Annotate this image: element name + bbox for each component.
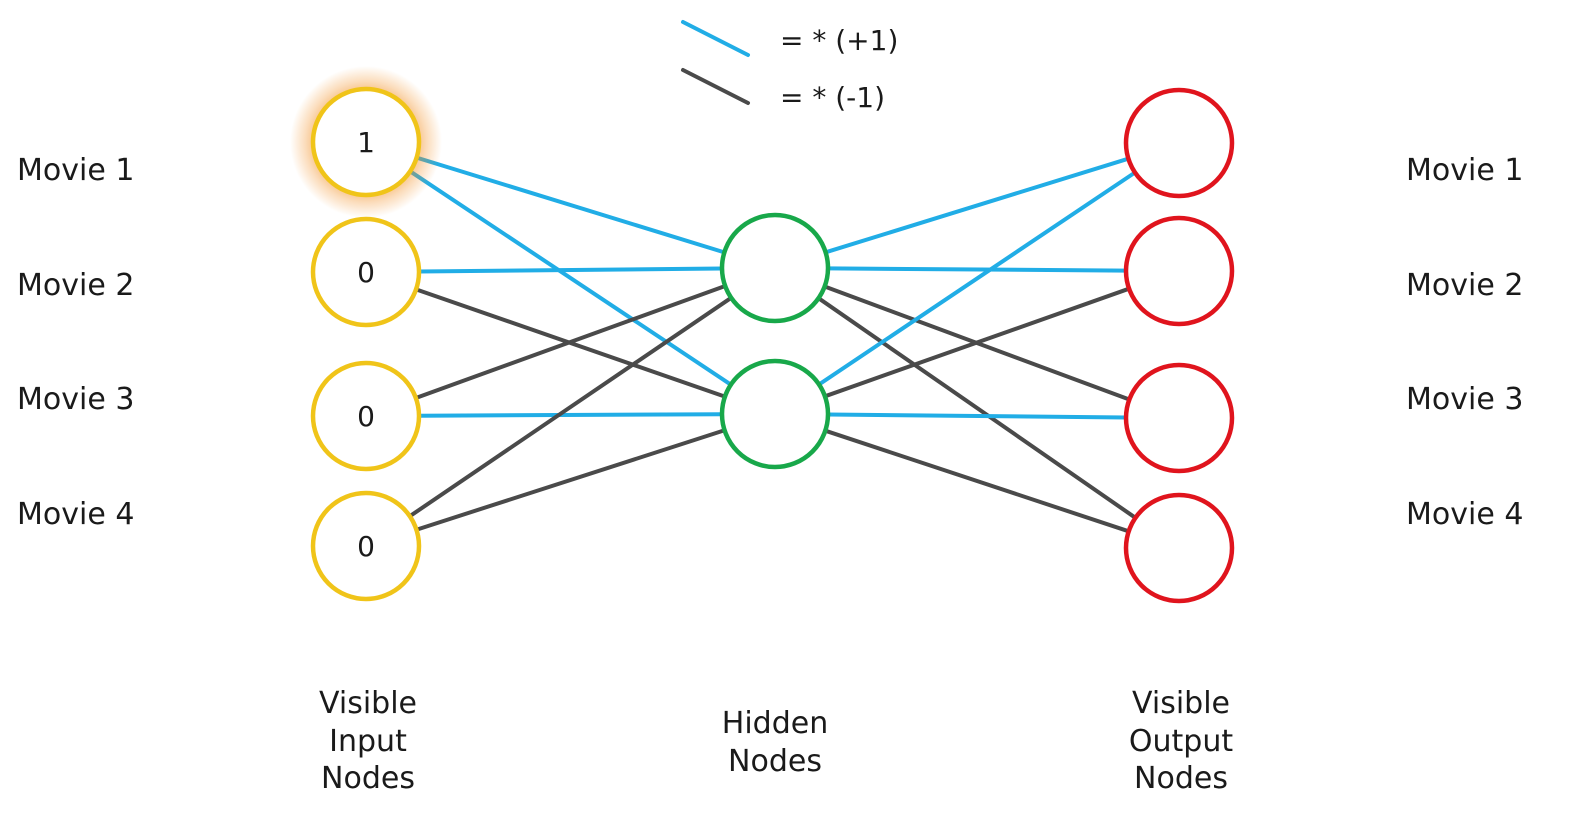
output-node-1 <box>1123 87 1235 199</box>
connection-input-1-hidden-2-positive <box>408 169 733 387</box>
right-labels: Movie 1 Movie 2 Movie 3 Movie 4 <box>1406 153 1523 532</box>
right-label-movie-3: Movie 3 <box>1406 382 1523 417</box>
column-title-hidden: Hidden Nodes <box>722 706 828 779</box>
connection-input-3-hidden-1-negative <box>413 284 728 400</box>
legend: = * (+1) = * (-1) <box>681 20 898 114</box>
right-label-movie-1: Movie 1 <box>1406 153 1523 188</box>
column-title-input-line-3: Nodes <box>321 761 415 796</box>
left-label-movie-4: Movie 4 <box>17 497 134 532</box>
right-label-movie-4: Movie 4 <box>1406 497 1523 532</box>
hidden-layer <box>719 212 831 470</box>
column-title-input: Visible Input Nodes <box>319 686 417 796</box>
left-label-movie-3: Movie 3 <box>17 382 134 417</box>
input-node-4 <box>310 490 422 602</box>
connection-input-2-hidden-1-positive <box>416 266 725 274</box>
legend-positive-line <box>681 20 750 57</box>
input-node-2 <box>310 216 422 328</box>
connection-input-4-hidden-1-negative <box>407 295 734 519</box>
output-node-4 <box>1123 492 1235 604</box>
output-layer <box>1123 87 1235 604</box>
column-title-input-line-1: Visible <box>319 686 417 721</box>
legend-negative-label: = * (-1) <box>780 81 885 114</box>
left-label-movie-2: Movie 2 <box>17 268 134 303</box>
output-node-3 <box>1123 362 1235 474</box>
hidden-node-2 <box>719 358 831 470</box>
connection-input-4-hidden-2-negative <box>414 428 727 532</box>
column-title-output-line-2: Output <box>1129 724 1233 759</box>
connection-hidden-1-output-2-positive <box>825 266 1129 273</box>
connections <box>407 155 1138 534</box>
output-node-2 <box>1123 215 1235 327</box>
input-value-1: 1 <box>357 126 375 159</box>
input-layer: 1 0 0 0 <box>310 86 422 602</box>
input-value-2: 0 <box>357 256 375 289</box>
column-title-hidden-line-2: Nodes <box>728 744 822 779</box>
column-title-hidden-line-1: Hidden <box>722 706 828 741</box>
column-title-input-line-2: Input <box>329 724 407 759</box>
input-value-4: 0 <box>357 530 375 563</box>
left-label-movie-1: Movie 1 <box>17 153 134 188</box>
column-title-output-line-1: Visible <box>1132 686 1230 721</box>
connection-hidden-1-output-1-positive <box>823 156 1131 255</box>
input-value-3: 0 <box>357 400 375 433</box>
input-node-1 <box>310 86 422 198</box>
right-label-movie-2: Movie 2 <box>1406 268 1523 303</box>
input-node-3 <box>310 360 422 472</box>
connection-hidden-2-output-3-positive <box>825 412 1129 420</box>
connection-input-1-hidden-1-positive <box>414 155 727 255</box>
column-title-output: Visible Output Nodes <box>1129 686 1233 796</box>
left-labels: Movie 1 Movie 2 Movie 3 Movie 4 <box>17 153 134 532</box>
connection-hidden-2-output-4-negative <box>823 428 1131 534</box>
column-title-output-line-3: Nodes <box>1134 761 1228 796</box>
legend-positive-label: = * (+1) <box>780 24 898 57</box>
connection-input-3-hidden-2-positive <box>416 412 725 418</box>
connection-hidden-1-output-4-negative <box>816 296 1138 520</box>
legend-negative-line <box>681 68 750 105</box>
connection-hidden-2-output-1-positive <box>817 170 1137 387</box>
connection-hidden-2-output-2-negative <box>822 286 1132 399</box>
hidden-node-1 <box>719 212 831 324</box>
